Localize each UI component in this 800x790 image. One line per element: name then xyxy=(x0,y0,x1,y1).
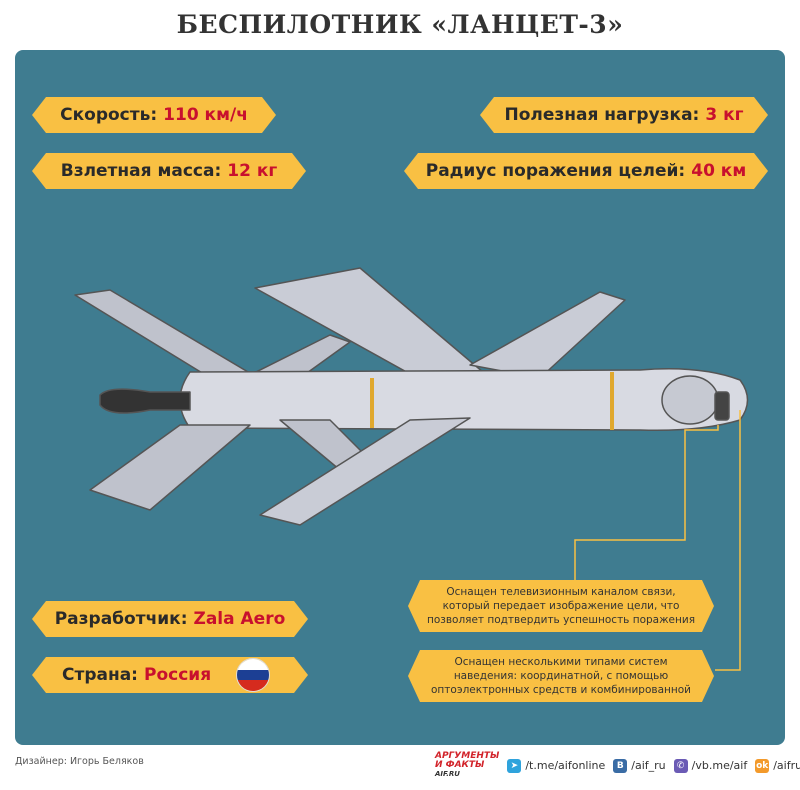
ok-link[interactable]: ok/aifru xyxy=(755,758,800,773)
vk-link[interactable]: B/aif_ru xyxy=(613,758,666,773)
telegram-icon: ➤ xyxy=(507,758,522,773)
developer-badge: Разработчик:Zala Aero xyxy=(32,601,308,637)
mass-label: Взлетная масса: xyxy=(60,161,222,181)
radius-value: 40 км xyxy=(691,161,747,181)
odnoklassniki-icon: ok xyxy=(755,758,770,773)
russia-flag-icon xyxy=(236,658,270,692)
tv-channel-note: Оснащен телевизионным каналом связи, кот… xyxy=(408,580,714,632)
viber-link[interactable]: ✆/vb.me/aif xyxy=(673,758,747,773)
mass-value: 12 кг xyxy=(227,161,278,181)
speed-value: 110 км/ч xyxy=(163,105,248,125)
front-wing-top-right xyxy=(469,291,626,379)
speed-label: Скорость: xyxy=(60,105,158,125)
speed-badge: Скорость:110 км/ч xyxy=(32,97,276,133)
callout-line-1 xyxy=(574,425,719,580)
propeller-hub xyxy=(99,388,191,414)
vk-icon: B xyxy=(613,758,628,773)
viber-icon: ✆ xyxy=(673,758,688,773)
designer-credit: Дизайнер: Игорь Беляков xyxy=(15,756,144,767)
country-label: Страна: xyxy=(62,665,138,685)
mass-badge: Взлетная масса:12 кг xyxy=(32,153,306,189)
radius-label: Радиус поражения целей: xyxy=(425,161,686,181)
guidance-note: Оснащен несколькими типами систем наведе… xyxy=(408,650,714,702)
country-value: Россия xyxy=(144,665,212,685)
payload-badge: Полезная нагрузка:3 кг xyxy=(480,97,768,133)
telegram-link[interactable]: ➤/t.me/aifonline xyxy=(507,758,605,773)
page-title: БЕСПИЛОТНИК «ЛАНЦЕТ-3» xyxy=(176,10,624,39)
payload-label: Полезная нагрузка: xyxy=(504,105,700,125)
developer-value: Zala Aero xyxy=(193,609,286,629)
radius-badge: Радиус поражения целей:40 км xyxy=(404,153,768,189)
camera-dome xyxy=(661,375,719,425)
front-wing-bottom xyxy=(259,417,471,526)
callout-line-2 xyxy=(715,410,741,671)
rear-wing-bottom xyxy=(89,424,251,511)
developer-label: Разработчик: xyxy=(54,609,188,629)
payload-value: 3 кг xyxy=(705,105,744,125)
camera-sensor xyxy=(714,391,730,421)
